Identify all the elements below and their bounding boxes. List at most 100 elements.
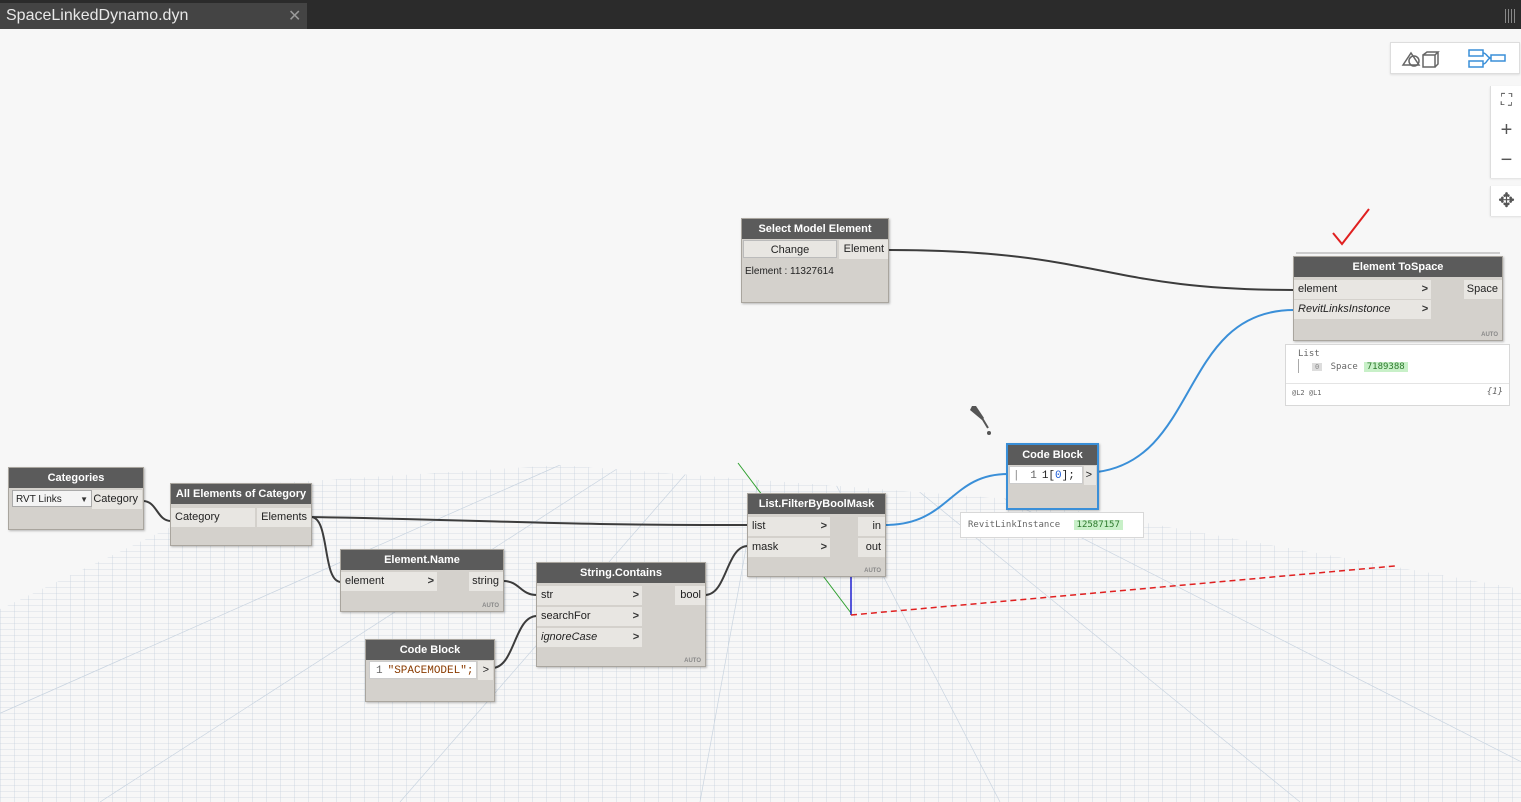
node-element-name[interactable]: Element.Name element > string AUTO bbox=[340, 549, 504, 612]
preview-list-label: List bbox=[1298, 349, 1320, 359]
zoom-fit-icon[interactable]: ⛶ bbox=[1491, 86, 1521, 115]
code-text: "SPACEMODEL"; bbox=[388, 665, 474, 677]
port-category-out[interactable]: Category bbox=[92, 490, 142, 509]
divider bbox=[1286, 383, 1509, 384]
line-number: 1 bbox=[376, 665, 383, 677]
node-code-block-index[interactable]: Code Block | 11[0]; > bbox=[1006, 443, 1099, 510]
auto-badge: AUTO bbox=[1481, 332, 1498, 338]
port-element-out[interactable]: Element bbox=[839, 240, 888, 259]
node-title: Categories bbox=[9, 468, 143, 488]
port-list-in[interactable]: list > bbox=[748, 517, 830, 536]
chevron-down-icon: ▼ bbox=[80, 491, 88, 508]
chevron-right-icon: > bbox=[1422, 300, 1428, 319]
wire-element-to-tospace[interactable] bbox=[888, 250, 1294, 290]
port-label: searchFor bbox=[541, 610, 591, 622]
node-stack-edge bbox=[1296, 252, 1500, 254]
auto-badge: AUTO bbox=[864, 568, 881, 574]
node-code-block-searchfor[interactable]: Code Block 1 "SPACEMODEL"; > bbox=[365, 639, 495, 702]
chevron-right-icon: > bbox=[428, 572, 434, 591]
port-searchfor-in[interactable]: searchFor > bbox=[537, 607, 642, 626]
selected-element-info: Element : 11327614 bbox=[745, 266, 834, 277]
change-button[interactable]: Change bbox=[743, 240, 837, 258]
port-category-in[interactable]: Category bbox=[171, 508, 255, 527]
wire-codeblock-to-tospace[interactable] bbox=[1097, 310, 1294, 472]
close-icon[interactable]: ✕ bbox=[288, 6, 301, 26]
port-out-out[interactable]: out bbox=[858, 538, 885, 557]
chevron-right-icon: > bbox=[633, 628, 639, 647]
chevron-right-icon: > bbox=[821, 517, 827, 536]
item-label: Space bbox=[1331, 362, 1358, 372]
port-element-in[interactable]: element > bbox=[341, 572, 437, 591]
chevron-right-icon: > bbox=[633, 607, 639, 626]
line-number: 1 bbox=[1030, 470, 1037, 482]
eyedropper-icon bbox=[970, 406, 991, 435]
chevron-right-icon: > bbox=[1422, 280, 1428, 299]
node-title: Element ToSpace bbox=[1294, 257, 1502, 277]
preview-value: 12587157 bbox=[1074, 520, 1123, 530]
node-title: List.FilterByBoolMask bbox=[748, 494, 885, 514]
chevron-right-icon: > bbox=[633, 586, 639, 605]
tab-title: SpaceLinkedDynamo.dyn bbox=[6, 7, 188, 25]
port-bool-out[interactable]: bool bbox=[675, 586, 705, 605]
port-space-out[interactable]: Space bbox=[1464, 280, 1502, 299]
preview-code-block-index: RevitLinkInstance 12587157 bbox=[960, 512, 1144, 538]
port-string-out[interactable]: string bbox=[469, 572, 503, 591]
grip-icon[interactable] bbox=[1505, 9, 1517, 23]
node-select-model-element[interactable]: Select Model Element Change Element Elem… bbox=[741, 218, 889, 303]
preview-count: {1} bbox=[1487, 387, 1503, 397]
tab-bar: SpaceLinkedDynamo.dyn ✕ bbox=[0, 0, 1521, 29]
port-revitlinksinstance-in[interactable]: RevitLinksInstonce > bbox=[1294, 300, 1431, 319]
port-label: element bbox=[345, 575, 384, 587]
node-element-tospace[interactable]: Element ToSpace element> RevitLinksInsto… bbox=[1293, 256, 1503, 341]
background-grid bbox=[0, 29, 1521, 802]
port-str-in[interactable]: str > bbox=[537, 586, 642, 605]
port-elements-out[interactable]: Elements bbox=[257, 508, 311, 527]
port-label: mask bbox=[752, 541, 778, 553]
node-categories[interactable]: Categories RVT Links ▼ Category bbox=[8, 467, 144, 530]
category-dropdown[interactable]: RVT Links ▼ bbox=[12, 490, 92, 507]
port-mask-in[interactable]: mask > bbox=[748, 538, 830, 557]
code-index: 0 bbox=[1055, 470, 1062, 482]
port-label: ignoreCase bbox=[541, 631, 597, 643]
node-all-elements-of-category[interactable]: All Elements of Category Category Elemen… bbox=[170, 483, 312, 546]
node-list-filterbyboolmask[interactable]: List.FilterByBoolMask list > mask > in out… bbox=[747, 493, 886, 577]
code-editor[interactable]: 1 "SPACEMODEL"; bbox=[369, 661, 477, 679]
code-editor[interactable]: | 11[0]; bbox=[1009, 466, 1083, 484]
graph-view-icon[interactable] bbox=[1455, 43, 1519, 73]
chevron-right-icon: > bbox=[821, 538, 827, 557]
node-title: Code Block bbox=[366, 640, 494, 660]
node-title: String.Contains bbox=[537, 563, 705, 583]
preview-label: RevitLinkInstance bbox=[968, 520, 1060, 530]
auto-badge: AUTO bbox=[684, 658, 701, 664]
gutter: | bbox=[1013, 470, 1020, 482]
port-label: RevitLinksInstonce bbox=[1298, 303, 1390, 315]
item-value: 7189388 bbox=[1364, 362, 1408, 372]
port-code-out[interactable]: > bbox=[1084, 466, 1096, 485]
zoom-panel: ⛶ + − bbox=[1490, 86, 1521, 178]
item-index: 0 bbox=[1312, 363, 1322, 371]
node-title: All Elements of Category bbox=[171, 484, 311, 504]
tree-line bbox=[1298, 359, 1299, 373]
wire-categories-to-allelements[interactable] bbox=[143, 501, 171, 521]
code-prefix: 1[ bbox=[1042, 470, 1055, 482]
port-label: list bbox=[752, 520, 765, 532]
preview-list-item: 0 Space 7189388 bbox=[1312, 362, 1408, 372]
pan-icon[interactable]: ✥ bbox=[1490, 186, 1521, 216]
port-code-out[interactable]: > bbox=[478, 661, 493, 680]
port-element-in[interactable]: element> bbox=[1294, 280, 1431, 299]
dropdown-value: RVT Links bbox=[16, 494, 62, 505]
port-label: str bbox=[541, 589, 553, 601]
tab-spacelinkeddynamo[interactable]: SpaceLinkedDynamo.dyn ✕ bbox=[0, 3, 307, 29]
port-in-out[interactable]: in bbox=[858, 517, 885, 536]
3d-view-icon[interactable] bbox=[1391, 43, 1455, 73]
zoom-in-icon[interactable]: + bbox=[1491, 116, 1521, 145]
node-string-contains[interactable]: String.Contains str > searchFor > ignoreCa… bbox=[536, 562, 706, 667]
view-toggle bbox=[1390, 42, 1520, 74]
node-title: Element.Name bbox=[341, 550, 503, 570]
graph-canvas[interactable]: ⛶ + − ✥ Categories RVT Links ▼ Category … bbox=[0, 29, 1521, 802]
auto-badge: AUTO bbox=[482, 603, 499, 609]
preview-element-tospace: List 0 Space7189388 @L2 @L1 {1} bbox=[1285, 344, 1510, 406]
check-icon bbox=[1333, 209, 1369, 244]
port-ignorecase-in[interactable]: ignoreCase > bbox=[537, 628, 642, 647]
zoom-out-icon[interactable]: − bbox=[1491, 146, 1521, 175]
